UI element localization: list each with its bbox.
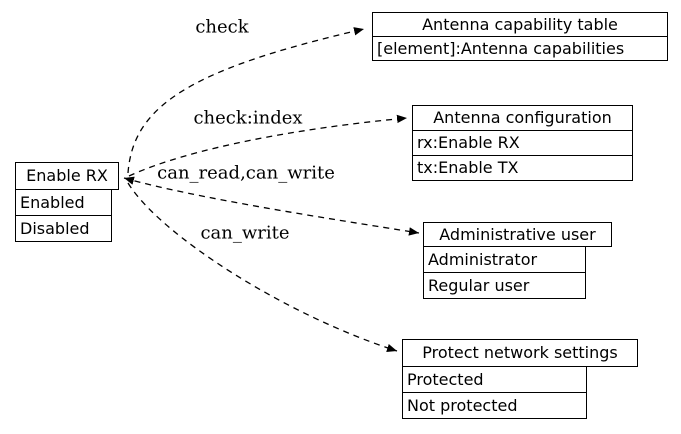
edge-check-index bbox=[128, 114, 408, 177]
node-protect-network-settings: Protect network settings Protected Not p… bbox=[402, 339, 638, 419]
node-protect-network-settings-title: Protect network settings bbox=[402, 339, 638, 367]
node-enable-rx-item: Enabled bbox=[15, 189, 112, 216]
edge-label-check-index: check:index bbox=[193, 107, 303, 129]
node-enable-rx-title: Enable RX bbox=[15, 162, 119, 190]
node-antenna-configuration: Antenna configuration rx:Enable RX tx:En… bbox=[412, 105, 633, 181]
node-administrative-user-title: Administrative user bbox=[423, 222, 612, 247]
edge-label-check: check bbox=[195, 16, 249, 38]
node-protect-network-settings-item: Protected bbox=[402, 366, 587, 393]
edge-label-can-write: can_write bbox=[200, 222, 290, 244]
node-antenna-capability-table-title: Antenna capability table bbox=[372, 12, 668, 37]
node-enable-rx-item: Disabled bbox=[15, 215, 112, 242]
node-administrative-user: Administrative user Administrator Regula… bbox=[423, 222, 612, 299]
node-administrative-user-item: Regular user bbox=[423, 272, 586, 299]
node-antenna-configuration-title: Antenna configuration bbox=[412, 105, 633, 131]
edge-label-can-read-can-write: can_read,can_write bbox=[157, 162, 335, 184]
edge-can-write bbox=[127, 182, 398, 352]
node-antenna-capability-table-item: [element]:Antenna capabilities bbox=[372, 36, 668, 61]
node-protect-network-settings-item: Not protected bbox=[402, 392, 587, 419]
node-antenna-configuration-item: tx:Enable TX bbox=[412, 155, 633, 181]
node-antenna-capability-table: Antenna capability table [element]:Anten… bbox=[372, 12, 668, 61]
node-administrative-user-item: Administrator bbox=[423, 246, 586, 273]
edge-check bbox=[127, 27, 365, 174]
node-enable-rx: Enable RX Enabled Disabled bbox=[15, 162, 119, 242]
node-antenna-configuration-item: rx:Enable RX bbox=[412, 130, 633, 156]
